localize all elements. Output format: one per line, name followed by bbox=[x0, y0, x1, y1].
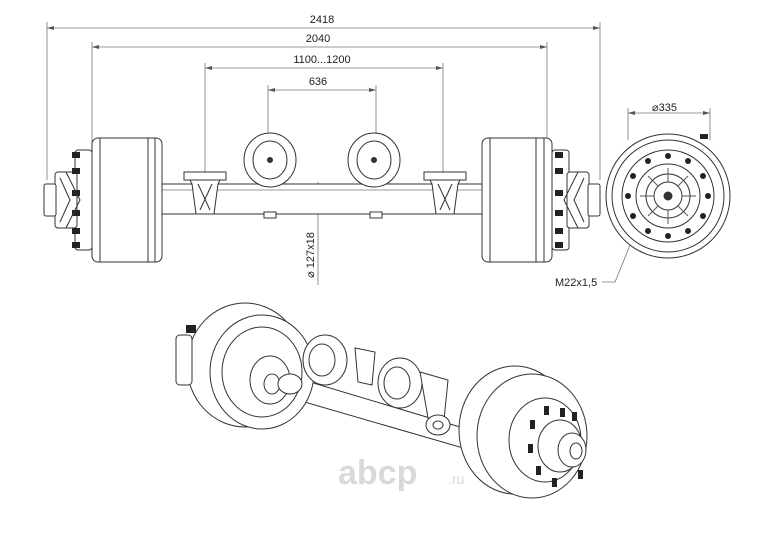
left-brake-drum bbox=[91, 137, 163, 263]
dim-bolt-circle: 335 bbox=[659, 102, 677, 114]
axle-isometric-view bbox=[175, 302, 588, 499]
stud-holes bbox=[625, 153, 711, 239]
iso-right-air-bag bbox=[377, 357, 423, 409]
hub-side-view bbox=[605, 133, 731, 259]
svg-text:⌀335: ⌀335 bbox=[652, 102, 677, 114]
dim-overall-width: 2418 bbox=[310, 14, 334, 26]
iso-left-air-bag bbox=[302, 334, 348, 386]
watermark-brand: abcp bbox=[338, 454, 417, 492]
dim-beam-section: 127x18 bbox=[305, 232, 317, 268]
axle-front-view bbox=[43, 132, 601, 263]
iso-left-drum bbox=[209, 314, 315, 430]
watermark-suffix: .ru bbox=[448, 471, 464, 487]
right-brake-drum bbox=[481, 137, 553, 263]
dim-airbag-spacing: 636 bbox=[309, 76, 327, 88]
watermark: abcp .ru bbox=[338, 454, 464, 492]
iso-wheel-studs bbox=[528, 406, 583, 487]
dim-track-width: 2040 bbox=[306, 33, 330, 45]
dim-spring-seat-range: 1100...1200 bbox=[293, 54, 350, 66]
svg-text:⌀ 127x18: ⌀ 127x18 bbox=[305, 232, 317, 278]
dim-stud-thread: M22x1,5 bbox=[555, 277, 597, 289]
